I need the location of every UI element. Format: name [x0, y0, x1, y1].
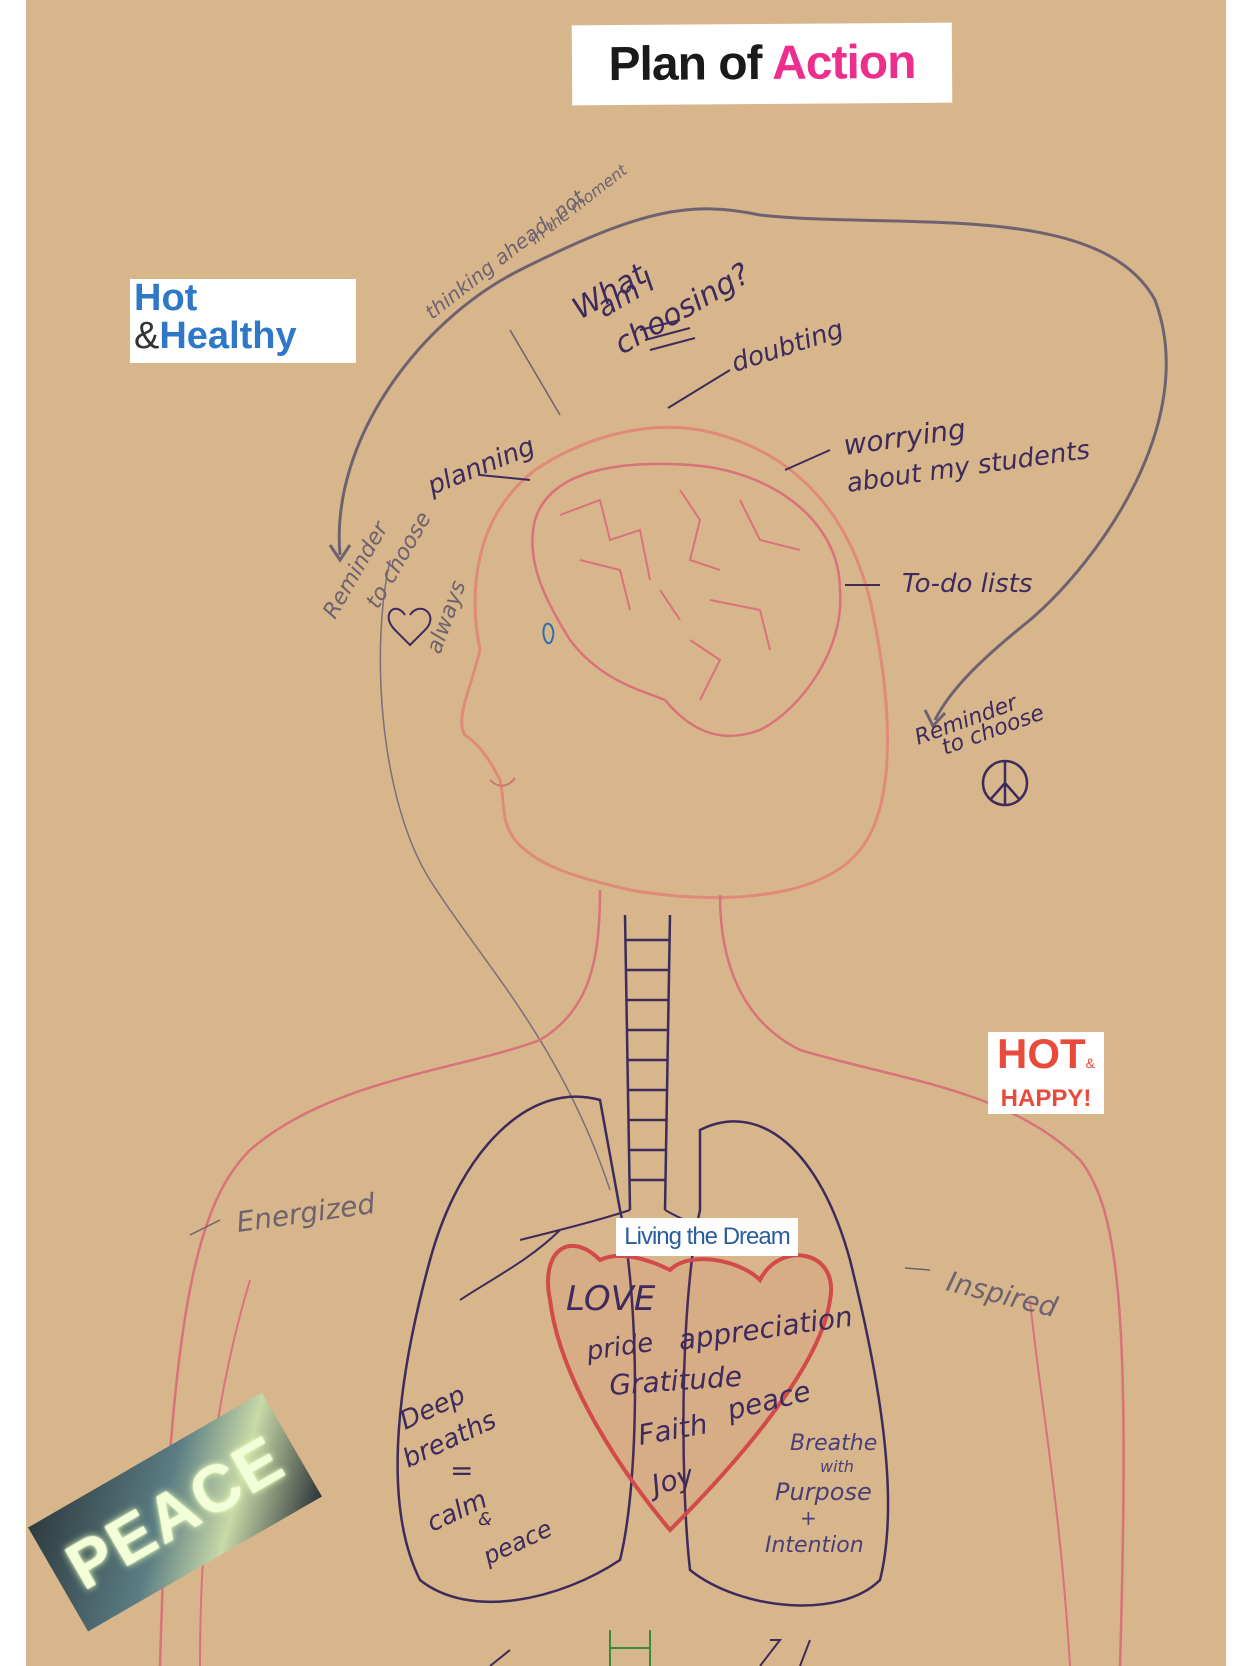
note-todo: To-do lists: [902, 569, 1032, 599]
note-plus: +: [800, 1506, 817, 1530]
hot-happy-happy: HAPPY!: [988, 1085, 1104, 1113]
plan-of-action-cutout: Plan of Action: [572, 23, 953, 106]
healthy-word: Healthy: [159, 315, 296, 357]
paper-left-edge: [0, 0, 26, 1666]
hot-happy-hot: HOT: [997, 1030, 1086, 1077]
hot-word: Hot: [134, 279, 356, 317]
title-word-1: Plan of: [608, 37, 761, 91]
ampersand: &: [134, 315, 159, 357]
hot-happy-amp: &: [1086, 1055, 1095, 1071]
note-with: with: [820, 1457, 854, 1476]
note-purpose: Purpose: [775, 1478, 872, 1506]
living-the-dream-cutout: Living the Dream: [616, 1218, 798, 1256]
title-word-2: Action: [772, 36, 916, 90]
hot-healthy-cutout: Hot &Healthy: [130, 279, 356, 363]
hot-happy-cutout: HOT& HAPPY!: [988, 1032, 1104, 1114]
note-intention: Intention: [765, 1533, 864, 1558]
note-and: &: [478, 1509, 492, 1530]
paper-right-edge: [1226, 0, 1241, 1666]
note-love: LOVE: [566, 1279, 656, 1319]
note-breathe: Breathe: [790, 1431, 877, 1456]
note-equals: =: [450, 1454, 473, 1487]
